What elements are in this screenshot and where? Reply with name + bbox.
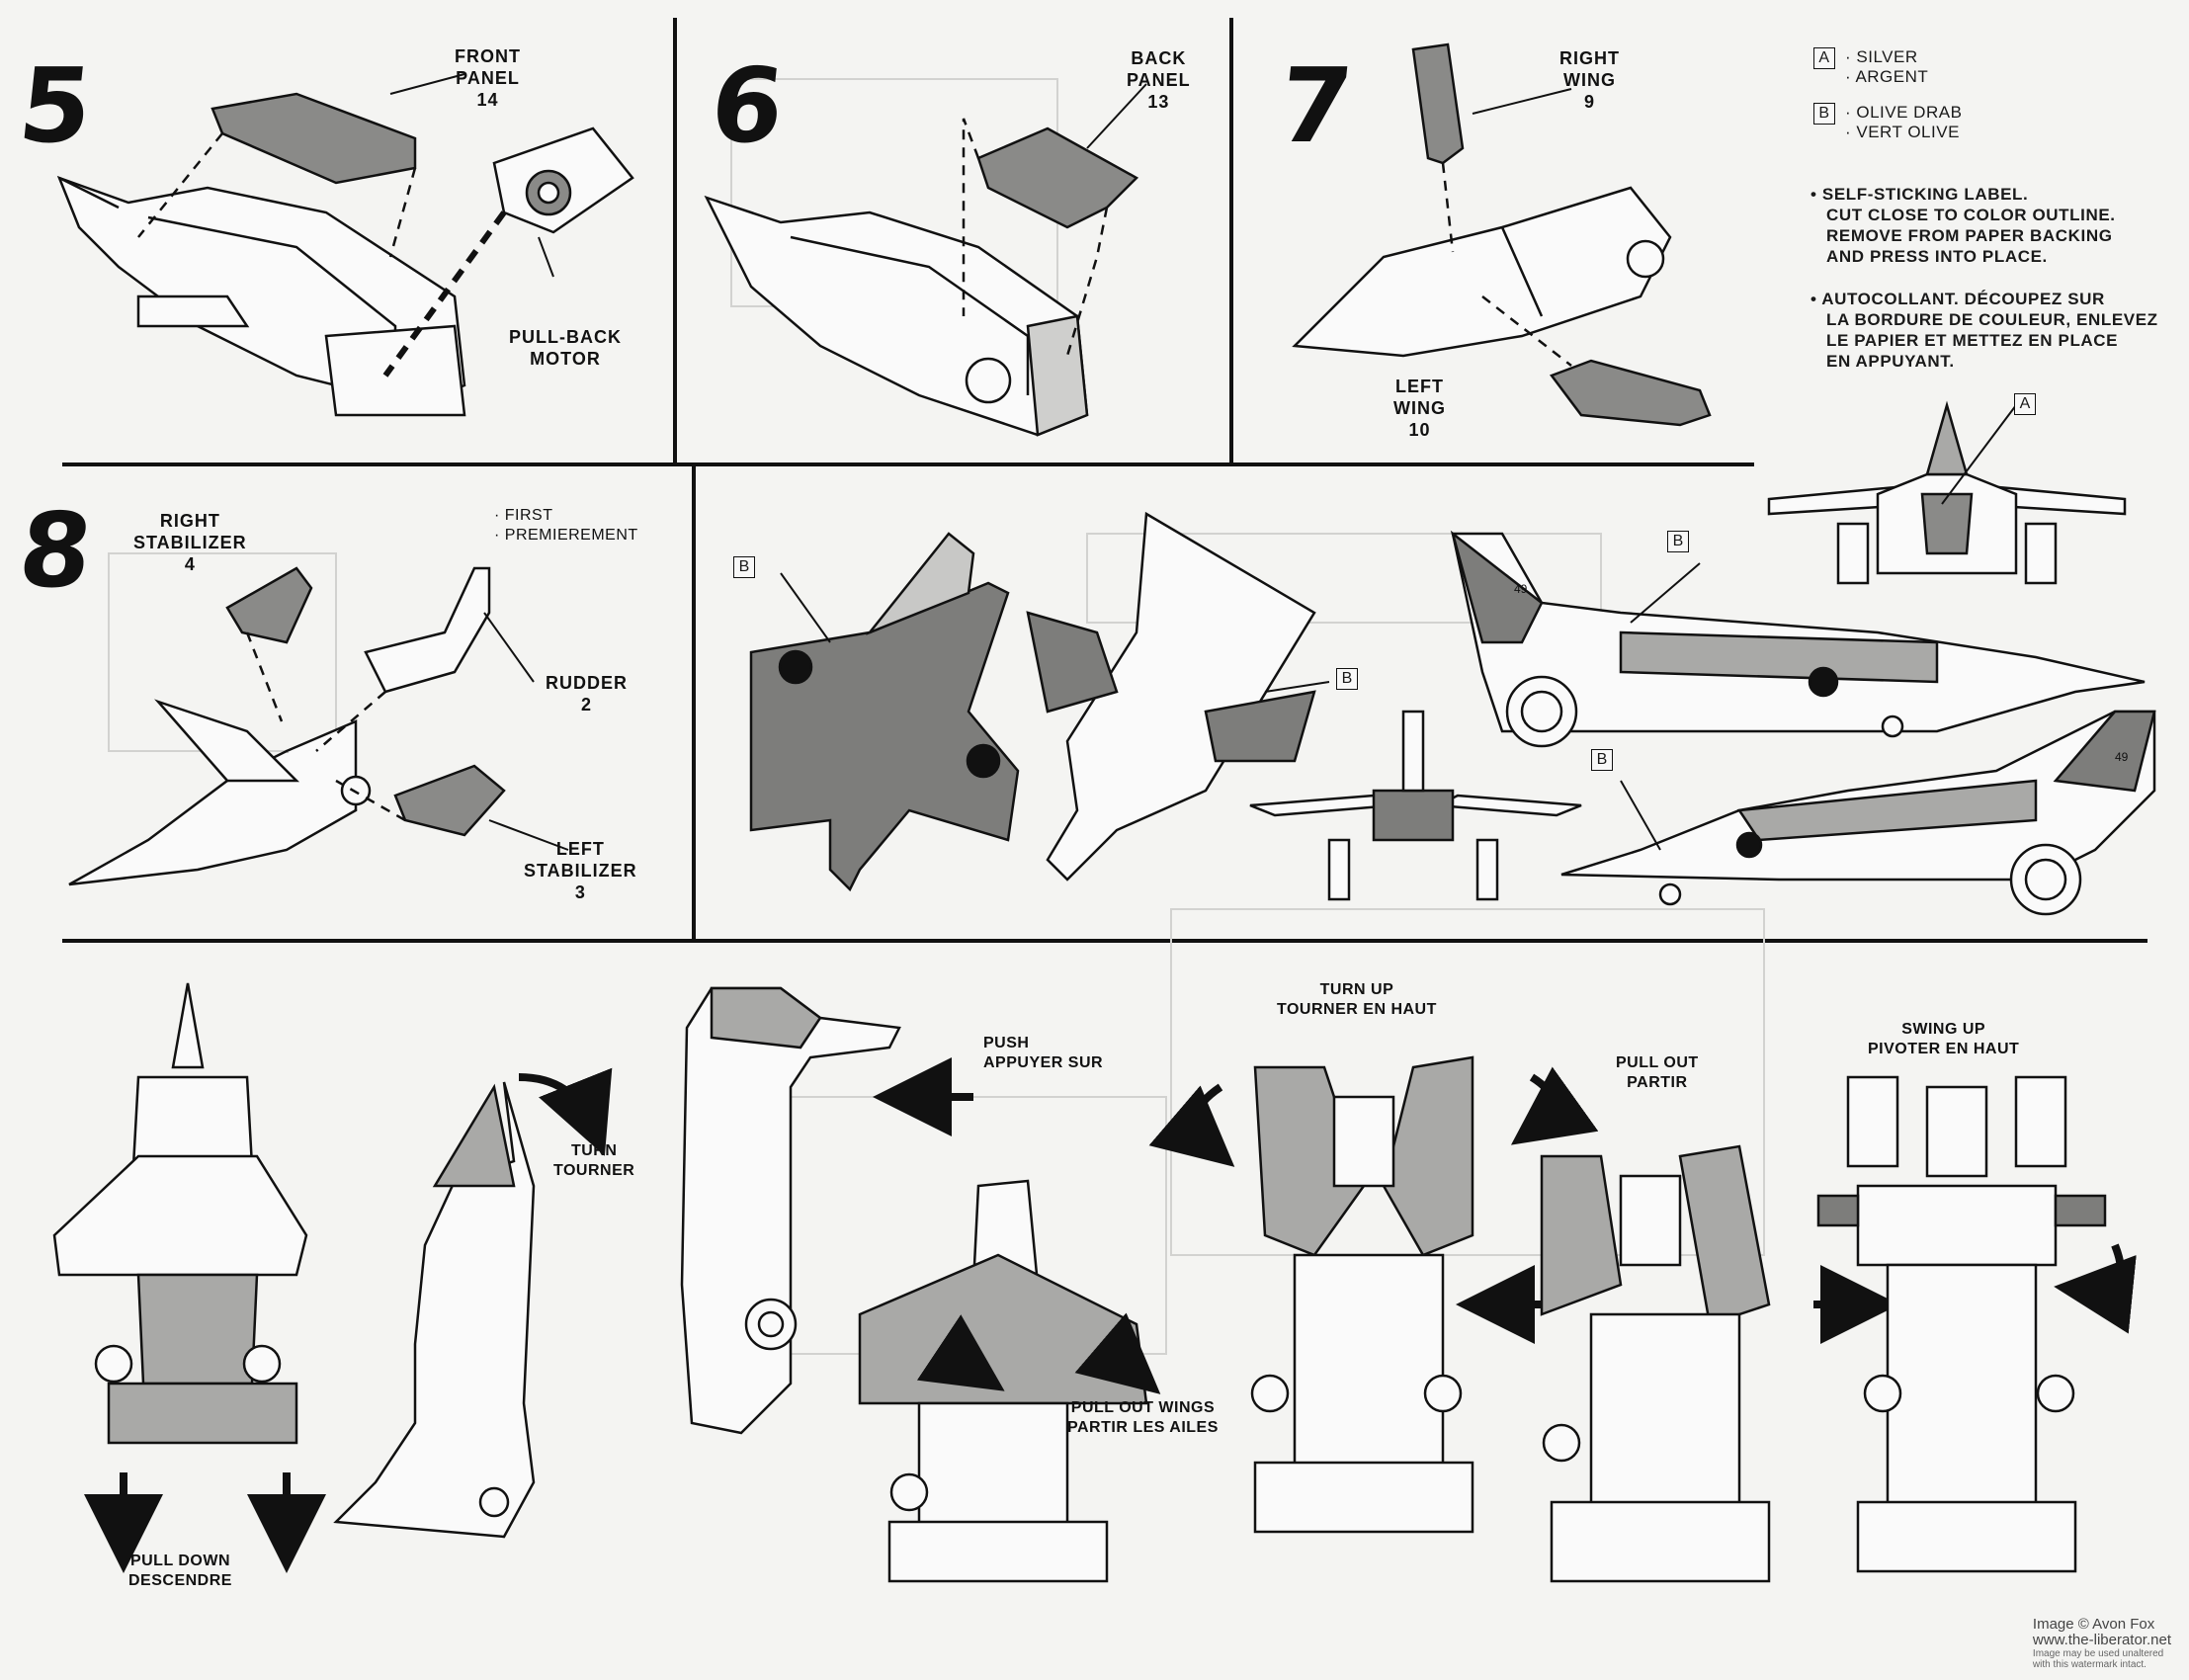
decal-marker-b-top-jet: B bbox=[733, 556, 755, 578]
divider-step8 bbox=[692, 466, 696, 941]
transform-fig5 bbox=[1250, 1055, 1474, 1534]
label-pullback-motor: PULL-BACK MOTOR bbox=[509, 327, 622, 369]
legend-row-olive: B · OLIVE DRAB · VERT OLIVE bbox=[1813, 103, 1962, 142]
step-number-7: 7 bbox=[1273, 45, 1358, 166]
label-pull-out: PULL OUT PARTIR bbox=[1616, 1054, 1699, 1091]
transform-fig4 bbox=[858, 1179, 1148, 1583]
legend-row-silver: A · SILVER · ARGENT bbox=[1813, 47, 1962, 87]
legend-olive-en: · OLIVE DRAB bbox=[1845, 103, 1963, 122]
transform-fig3 bbox=[680, 986, 901, 1435]
credit-line4: with this watermark intact. bbox=[2032, 1659, 2147, 1670]
label-turn: TURN TOURNER bbox=[553, 1142, 635, 1179]
svg-text:49: 49 bbox=[2115, 750, 2129, 764]
step7-fuselage bbox=[1292, 186, 1672, 358]
rudder-2 bbox=[364, 566, 491, 694]
decal-under-view bbox=[1026, 511, 1316, 882]
credit-line3: Image may be used unaltered bbox=[2032, 1648, 2164, 1659]
legend-silver-en: · SILVER bbox=[1845, 47, 1918, 66]
legend-box-a: A bbox=[1813, 47, 1835, 69]
label-first: · FIRST · PREMIEREMENT bbox=[494, 507, 638, 544]
divider-top-bottom bbox=[62, 462, 1754, 466]
back-panel-13 bbox=[976, 126, 1139, 229]
right-wing-9 bbox=[1411, 42, 1465, 165]
label-push: PUSH APPUYER SUR bbox=[983, 1035, 1104, 1071]
label-back-panel: BACK PANEL 13 bbox=[1127, 48, 1191, 112]
transform-fig7 bbox=[1816, 1075, 2107, 1573]
divider-middle-bottom bbox=[62, 939, 2147, 943]
divider-step6-7 bbox=[1229, 18, 1233, 466]
decal-marker-b-side-lower: B bbox=[1591, 749, 1613, 771]
decal-side-view-top bbox=[1450, 530, 2146, 748]
decal-marker-b-under: B bbox=[1336, 668, 1358, 690]
label-note-english: • SELF-STICKING LABEL. CUT CLOSE TO COLO… bbox=[1810, 185, 2116, 266]
label-right-wing: RIGHT WING 9 bbox=[1559, 48, 1620, 112]
label-swing-up: SWING UP PIVOTER EN HAUT bbox=[1868, 1021, 2020, 1057]
label-right-stabilizer: RIGHT STABILIZER 4 bbox=[133, 511, 247, 574]
decal-top-view-olive bbox=[749, 532, 1020, 892]
label-left-stabilizer: LEFT STABILIZER 3 bbox=[524, 839, 637, 902]
left-wing-10 bbox=[1549, 359, 1712, 427]
front-panel-14 bbox=[210, 92, 417, 185]
decal-marker-b-side-upper: B bbox=[1667, 531, 1689, 552]
label-rudder: RUDDER 2 bbox=[546, 673, 629, 714]
step-number-8: 8 bbox=[13, 490, 98, 611]
label-left-wing: LEFT WING 10 bbox=[1393, 377, 1446, 440]
decal-front-view bbox=[1249, 710, 1582, 901]
label-turn-up: TURN UP TOURNER EN HAUT bbox=[1277, 981, 1437, 1018]
front-view-a bbox=[1767, 400, 2127, 585]
credit-line1: Image © Avon Fox bbox=[2032, 1616, 2155, 1633]
svg-text:49: 49 bbox=[1514, 582, 1528, 596]
legend-silver-fr: · ARGENT bbox=[1845, 67, 1929, 86]
label-pull-out-wings: PULL OUT WINGS PARTIR LES AILES bbox=[1067, 1399, 1219, 1436]
credit-line2: www.the-liberator.net bbox=[2032, 1632, 2171, 1648]
label-note-french: • AUTOCOLLANT. DÉCOUPEZ SUR LA BORDURE D… bbox=[1810, 290, 2158, 371]
image-credit: Image © Avon Fox www.the-liberator.net I… bbox=[2032, 1616, 2171, 1671]
color-legend: A · SILVER · ARGENT B · OLIVE DRAB · VER… bbox=[1813, 47, 1962, 158]
step-number-5: 5 bbox=[13, 45, 98, 166]
label-pull-down: PULL DOWN DESCENDRE bbox=[128, 1553, 232, 1589]
transform-fig1 bbox=[52, 982, 308, 1445]
divider-step5-6 bbox=[673, 18, 677, 466]
step6-fuselage bbox=[704, 195, 1089, 437]
step8-fuselage bbox=[68, 699, 372, 886]
decal-marker-a: A bbox=[2014, 393, 2036, 415]
left-stabilizer-3 bbox=[393, 764, 506, 837]
legend-olive-fr: · VERT OLIVE bbox=[1845, 123, 1960, 141]
decal-side-view-bottom bbox=[1560, 710, 2156, 916]
step-number-6: 6 bbox=[705, 45, 790, 166]
transform-fig2 bbox=[333, 1081, 536, 1539]
pullback-motor bbox=[492, 126, 634, 234]
legend-box-b: B bbox=[1813, 103, 1835, 125]
transform-fig6 bbox=[1540, 1144, 1771, 1583]
right-stabilizer-4 bbox=[225, 566, 313, 644]
label-front-panel: FRONT PANEL 14 bbox=[455, 46, 521, 110]
step5-fuselage bbox=[56, 175, 466, 417]
